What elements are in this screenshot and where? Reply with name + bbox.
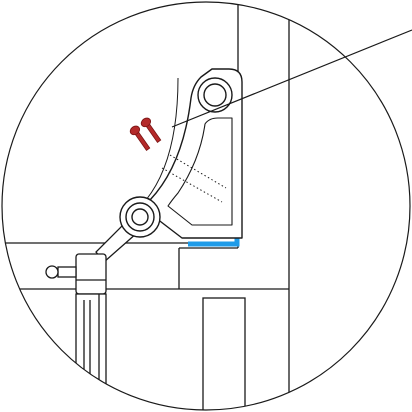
upper-pivot-inner [203,83,227,107]
bracket-fold-line [145,77,179,201]
leader-line [171,29,412,128]
bracket-inner [167,117,233,226]
screw-icon [129,117,162,151]
alignment-lines [161,154,227,203]
alignment-line-bottom [161,167,223,203]
magnified-detail [2,2,290,410]
hinge-bolt-head [45,265,59,279]
screw-right-head [140,117,152,128]
hinge-block [75,253,107,295]
hinge-bolt [57,266,77,278]
upper-pivot [197,77,233,113]
gate-bar-outer [75,293,107,410]
gate-hinge-icon [45,253,107,410]
screw-left-head [129,125,141,136]
alignment-line-top [169,154,227,189]
screw-left [129,125,151,151]
lower-pivot-inner [131,208,149,226]
lower-post [202,297,246,410]
screw-right [140,117,162,143]
lower-pivot [119,196,161,238]
